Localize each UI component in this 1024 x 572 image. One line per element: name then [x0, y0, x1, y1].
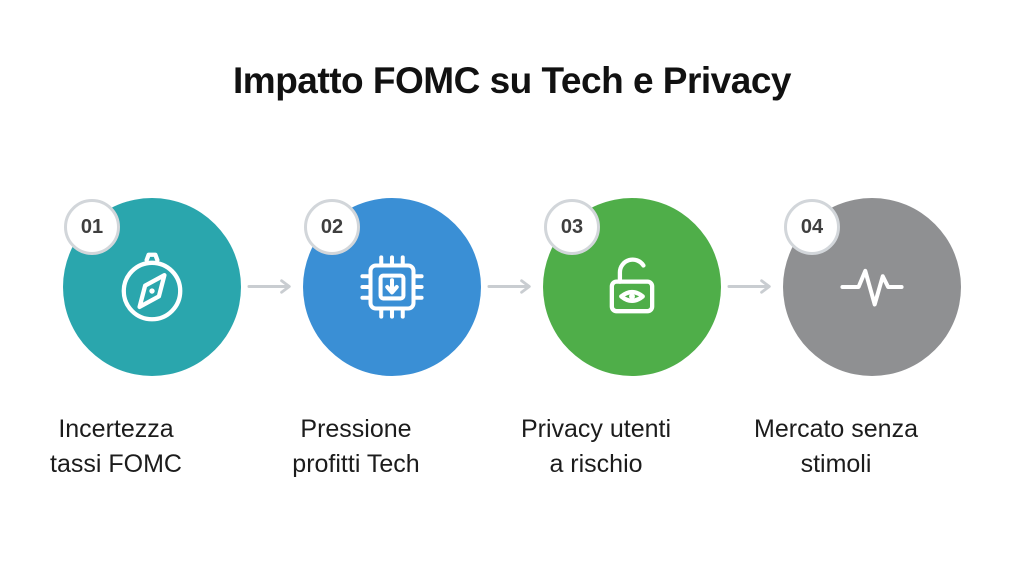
- step-1-number-badge: 01: [64, 199, 120, 255]
- step-3: 03 Privacy utenti a rischio: [521, 198, 721, 482]
- step-4-label: Mercato senza stimoli: [711, 412, 961, 482]
- unlocked-eye-icon: [589, 244, 675, 330]
- cpu-down-icon: [349, 244, 435, 330]
- step-2-number: 02: [320, 215, 344, 238]
- steps-row: 01 Incertezza tassi FOMC: [0, 198, 1024, 482]
- step-1-label: Incertezza tassi FOMC: [0, 412, 241, 482]
- step-4-label-line1: Mercato senza: [754, 415, 918, 443]
- step-3-circle: 03: [543, 198, 721, 376]
- step-2-circle: 02: [303, 198, 481, 376]
- step-3-number-badge: 03: [544, 199, 600, 255]
- step-2: 02 Pressione profitti Tech: [292, 198, 481, 482]
- step-2-label-line2: profitti Tech: [292, 450, 420, 478]
- step-1-label-line2: tassi FOMC: [50, 450, 182, 478]
- step-2-label: Pressione profitti Tech: [231, 412, 481, 482]
- step-4-number-badge: 04: [784, 199, 840, 255]
- step-3-number: 03: [560, 215, 584, 238]
- step-3-label-line2: a rischio: [549, 450, 643, 478]
- step-2-label-line1: Pressione: [300, 415, 412, 443]
- page-title: Impatto FOMC su Tech e Privacy: [233, 60, 791, 101]
- step-1-circle: 01: [63, 198, 241, 376]
- step-3-label-line1: Privacy utenti: [520, 415, 672, 443]
- step-2-number-badge: 02: [304, 199, 360, 255]
- step-1-label-line1: Incertezza: [58, 415, 174, 443]
- step-1-number: 01: [80, 215, 104, 238]
- step-4-label-line2: stimoli: [800, 450, 872, 478]
- arrow-right-icon: [721, 278, 783, 295]
- arrow-right-icon: [241, 278, 303, 295]
- step-4-number: 04: [800, 215, 824, 238]
- step-1: 01 Incertezza tassi FOMC: [50, 198, 241, 482]
- step-4-circle: 04: [783, 198, 961, 376]
- arrow-right-icon: [481, 278, 543, 295]
- pulse-icon: [829, 244, 915, 330]
- step-3-label: Privacy utenti a rischio: [471, 412, 721, 482]
- compass-icon: [109, 244, 195, 330]
- step-4: 04 Mercato senza stimoli: [754, 198, 961, 482]
